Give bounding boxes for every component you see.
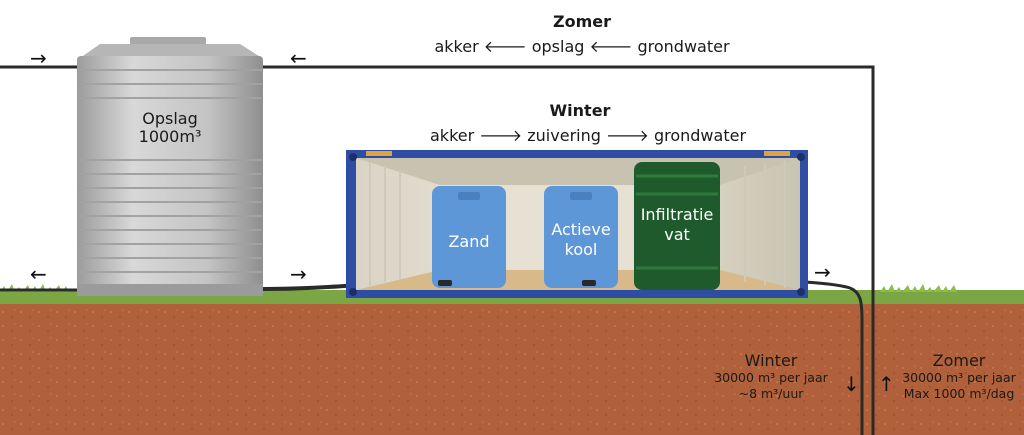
arrow-left-top: ←: [290, 46, 307, 70]
well-summer-line2: Max 1000 m³/dag: [903, 386, 1015, 401]
well-summer-title: Zomer: [932, 351, 986, 370]
carbon-label: Actieve kool: [544, 220, 618, 260]
soil: [0, 302, 1024, 435]
summer-flow: akker 🡐 opslag 🡐 grondwater: [434, 37, 730, 56]
well-winter-line1: 30000 m³ per jaar: [714, 370, 828, 385]
storage-label-line2: 1000m³: [138, 127, 202, 146]
arrow-right-top-left: →: [30, 46, 47, 70]
infiltration-vat: [634, 162, 720, 290]
storage-tank: [77, 37, 263, 296]
well-summer-note: Zomer 30000 m³ per jaar Max 1000 m³/dag: [896, 352, 1022, 402]
infiltration-label-line1: Infiltratie: [640, 205, 714, 224]
arrow-right-outlet: →: [814, 260, 831, 284]
well-winter-title: Winter: [744, 351, 798, 370]
arrow-left-bottom: ←: [30, 262, 47, 286]
infiltration-label: Infiltratie vat: [630, 205, 724, 245]
storage-label-line1: Opslag: [142, 109, 198, 128]
storage-label: Opslag 1000m³: [120, 110, 220, 146]
winter-flow: akker 🡒 zuivering 🡒 grondwater: [430, 126, 747, 145]
well-winter-line2: ~8 m³/uur: [738, 386, 804, 401]
winter-title: Winter: [549, 101, 611, 120]
arrow-up-summer: ↑: [878, 372, 895, 396]
well-summer-line1: 30000 m³ per jaar: [902, 370, 1016, 385]
carbon-filter: [544, 186, 618, 288]
sand-label: Zand: [448, 232, 490, 251]
carbon-label-line1: Actieve: [551, 220, 611, 239]
arrow-right-bottom: →: [290, 262, 307, 286]
arrow-down-winter: ↓: [843, 372, 860, 396]
infiltration-label-line2: vat: [664, 225, 690, 244]
well-winter-note: Winter 30000 m³ per jaar ~8 m³/uur: [700, 352, 842, 402]
carbon-label-line2: kool: [564, 240, 598, 259]
summer-title: Zomer: [552, 12, 611, 31]
sand-filter: [432, 186, 506, 288]
